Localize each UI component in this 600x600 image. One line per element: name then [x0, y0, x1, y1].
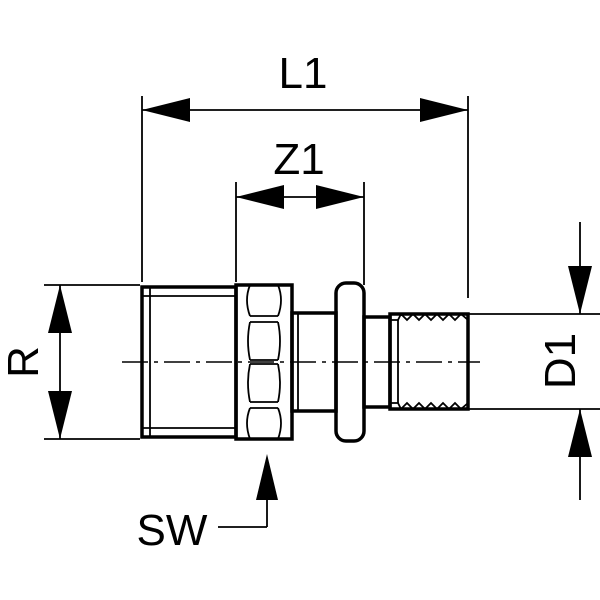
arrowhead-left	[142, 98, 190, 122]
dimension-l1: L1	[141, 49, 469, 298]
dimension-sw: SW	[137, 454, 278, 555]
label-sw: SW	[137, 506, 208, 555]
arrowhead-right	[420, 98, 468, 122]
label-d1: D1	[536, 333, 585, 389]
label-l1: L1	[279, 49, 328, 98]
dimension-d1: D1	[468, 222, 600, 500]
arrowhead-down	[568, 266, 592, 314]
dimension-r: R	[0, 284, 140, 440]
arrowhead-down	[48, 391, 72, 439]
arrowhead-up	[256, 454, 278, 500]
label-r: R	[0, 346, 48, 378]
arrowhead-up	[48, 285, 72, 333]
arrowhead-left	[236, 185, 284, 209]
dimension-z1: Z1	[235, 135, 365, 285]
arrowhead-right	[316, 185, 364, 209]
label-z1: Z1	[273, 135, 324, 184]
arrowhead-up	[568, 409, 592, 457]
